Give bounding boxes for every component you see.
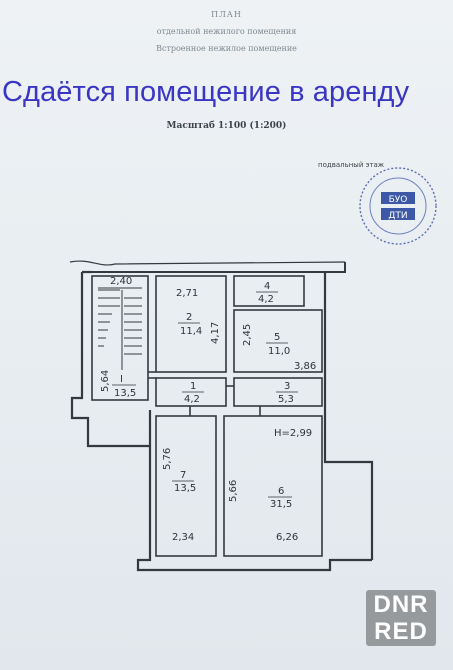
room-4-number: 4	[264, 281, 270, 292]
room-5-number: 5	[274, 332, 280, 343]
plan-scale: Масштаб 1:100 (1:200)	[166, 121, 287, 131]
ceiling-height: H=2,99	[274, 428, 312, 439]
room-7-number: 7	[180, 470, 186, 481]
rent-announcement: Сдаётся помещение в аренду	[2, 76, 410, 108]
room-6-number: 6	[278, 486, 284, 497]
room-3-number: 3	[284, 381, 290, 392]
corridor-1-area: 4,2	[184, 394, 200, 405]
room-2-number: 2	[186, 312, 192, 323]
watermark-line-2: RED	[374, 618, 428, 645]
plan-title: ПЛАН	[211, 10, 242, 19]
room-5-width: 3,86	[294, 361, 316, 372]
room-7-width: 2,34	[172, 532, 194, 543]
floor-label: подвальный этаж	[318, 161, 385, 169]
room-6-height: 5,66	[228, 480, 239, 502]
stair-number: I	[120, 374, 123, 385]
corridor-1-number: 1	[190, 381, 196, 392]
room-5-area: 11,0	[268, 346, 290, 357]
room-4-area: 4,2	[258, 294, 274, 305]
stamp-seal: БУО ДТИ	[359, 167, 437, 245]
stair-width: 2,40	[110, 276, 132, 287]
stair-symbol	[98, 287, 142, 370]
dnr-red-watermark: DNR RED	[366, 590, 436, 646]
stamp-line-1: БУО	[389, 195, 408, 205]
watermark-line-1: DNR	[373, 591, 429, 618]
room-7-area: 13,5	[174, 483, 196, 494]
room-6-width: 6,26	[276, 532, 298, 543]
stair-area: 13,5	[114, 388, 136, 399]
room-3-area: 5,3	[278, 394, 294, 405]
plan-subtitle: отдельной нежилого помещения	[156, 27, 297, 36]
room-2-area: 11,4	[180, 326, 202, 337]
room-7-height: 5,76	[162, 448, 173, 470]
room-5-height: 2,45	[242, 324, 253, 346]
stamp-line-2: ДТИ	[388, 211, 407, 221]
stair-height: 5,64	[100, 370, 111, 392]
plan-object: Встроенное нежилое помещение	[156, 44, 297, 53]
room-2-width: 2,71	[176, 288, 198, 299]
room-2-height: 4,17	[210, 322, 221, 344]
room-6-area: 31,5	[270, 499, 292, 510]
